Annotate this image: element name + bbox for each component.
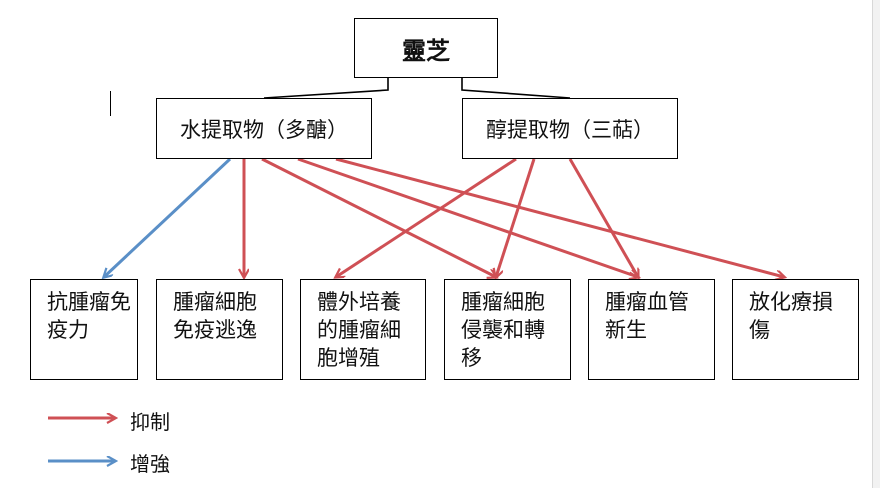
target-node-invasion-metastasis: 腫瘤細胞侵襲和轉移 [444, 279, 571, 380]
target-node-label: 抗腫瘤免疫力 [47, 290, 131, 342]
target-node-label: 腫瘤細胞免疫逃逸 [173, 290, 257, 342]
source-node-label: 水提取物（多醣） [180, 117, 348, 142]
target-node-label: 腫瘤血管新生 [605, 290, 689, 342]
target-node-immune-escape: 腫瘤細胞免疫逃逸 [156, 279, 283, 380]
enhance-arrow [104, 157, 232, 277]
scrollbar-track[interactable] [872, 0, 880, 488]
inhibit-arrow [335, 157, 784, 277]
text-cursor [110, 91, 111, 116]
target-node-antitumor-immunity: 抗腫瘤免疫力 [30, 279, 138, 380]
source-node-alcohol-extract: 醇提取物（三萜） [462, 98, 678, 159]
inhibit-arrow [336, 157, 517, 277]
inhibit-arrow [568, 158, 638, 277]
source-node-label: 醇提取物（三萜） [486, 117, 654, 142]
target-node-label: 體外培養的腫瘤細胞增殖 [317, 290, 401, 370]
root-node-label: 靈芝 [402, 36, 450, 65]
legend-inhibit-label: 抑制 [130, 410, 170, 434]
root-node-lingzhi: 靈芝 [354, 18, 498, 78]
connector-root-to-water-extract [263, 78, 389, 99]
connector-root-to-alcohol-extract [461, 78, 571, 99]
source-node-water-extract: 水提取物（多醣） [156, 98, 372, 159]
target-node-label: 腫瘤細胞侵襲和轉移 [461, 290, 545, 370]
target-node-proliferation: 體外培養的腫瘤細胞增殖 [300, 279, 426, 380]
target-node-label: 放化療損傷 [749, 290, 833, 342]
inhibit-arrow [297, 157, 638, 277]
inhibit-arrow [496, 158, 536, 277]
target-node-chemo-radio-injury: 放化療損傷 [732, 279, 859, 380]
inhibit-arrow [261, 157, 496, 277]
target-node-angiogenesis: 腫瘤血管新生 [588, 279, 715, 380]
legend-enhance-label: 增強 [130, 452, 170, 476]
